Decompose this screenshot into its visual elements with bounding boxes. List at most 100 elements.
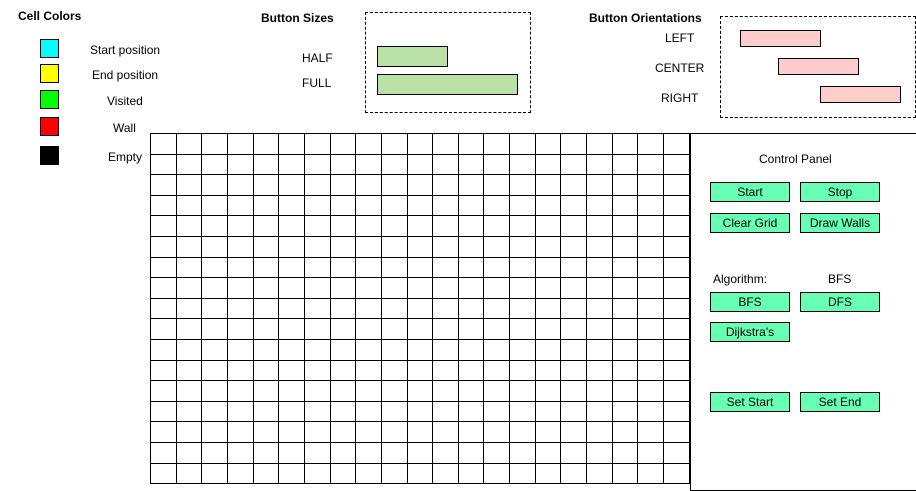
grid-cell[interactable] <box>228 196 254 216</box>
grid-cell[interactable] <box>664 464 690 484</box>
grid-cell[interactable] <box>331 134 356 155</box>
grid-cell[interactable] <box>613 237 638 258</box>
grid-cell[interactable] <box>202 237 228 258</box>
grid-cell[interactable] <box>638 258 664 278</box>
grid-cell[interactable] <box>382 196 408 216</box>
grid-cell[interactable] <box>536 361 561 381</box>
grid-cell[interactable] <box>356 155 382 175</box>
grid-cell[interactable] <box>587 237 613 258</box>
grid-cell[interactable] <box>254 319 279 340</box>
grid-cell[interactable] <box>202 299 228 319</box>
grid-cell[interactable] <box>202 175 228 196</box>
grid-cell[interactable] <box>510 258 536 278</box>
grid-cell[interactable] <box>202 464 228 484</box>
grid-cell[interactable] <box>536 402 561 422</box>
grid-cell[interactable] <box>536 422 561 443</box>
grid-cell[interactable] <box>510 175 536 196</box>
grid-cell[interactable] <box>587 175 613 196</box>
grid-cell[interactable] <box>228 443 254 464</box>
grid-cell[interactable] <box>202 422 228 443</box>
grid-cell[interactable] <box>638 134 664 155</box>
grid-cell[interactable] <box>459 340 484 361</box>
grid-cell[interactable] <box>202 278 228 299</box>
grid-cell[interactable] <box>408 422 433 443</box>
grid-cell[interactable] <box>459 299 484 319</box>
bfs-button[interactable]: BFS <box>710 292 790 312</box>
grid-cell[interactable] <box>510 196 536 216</box>
grid-cell[interactable] <box>587 381 613 402</box>
grid-cell[interactable] <box>228 175 254 196</box>
grid-cell[interactable] <box>510 278 536 299</box>
grid-cell[interactable] <box>279 237 305 258</box>
grid-cell[interactable] <box>151 258 177 278</box>
grid-cell[interactable] <box>331 402 356 422</box>
grid-cell[interactable] <box>279 278 305 299</box>
grid-cell[interactable] <box>638 361 664 381</box>
grid-cell[interactable] <box>510 422 536 443</box>
grid-cell[interactable] <box>613 299 638 319</box>
grid-cell[interactable] <box>484 237 510 258</box>
grid-cell[interactable] <box>305 464 331 484</box>
grid-cell[interactable] <box>254 340 279 361</box>
grid-cell[interactable] <box>151 361 177 381</box>
grid-cell[interactable] <box>536 464 561 484</box>
grid-cell[interactable] <box>382 319 408 340</box>
grid-cell[interactable] <box>408 319 433 340</box>
grid-cell[interactable] <box>664 443 690 464</box>
grid-cell[interactable] <box>613 216 638 237</box>
grid-cell[interactable] <box>613 319 638 340</box>
grid-cell[interactable] <box>177 422 202 443</box>
grid-cell[interactable] <box>177 299 202 319</box>
grid-cell[interactable] <box>433 216 459 237</box>
grid-cell[interactable] <box>228 422 254 443</box>
grid-cell[interactable] <box>254 216 279 237</box>
grid-cell[interactable] <box>638 381 664 402</box>
grid-cell[interactable] <box>664 196 690 216</box>
grid-cell[interactable] <box>664 216 690 237</box>
grid-cell[interactable] <box>305 134 331 155</box>
grid-cell[interactable] <box>459 196 484 216</box>
grid-cell[interactable] <box>638 216 664 237</box>
grid-cell[interactable] <box>356 464 382 484</box>
grid-cell[interactable] <box>484 340 510 361</box>
grid-cell[interactable] <box>228 216 254 237</box>
grid-cell[interactable] <box>254 361 279 381</box>
grid-cell[interactable] <box>228 319 254 340</box>
grid-cell[interactable] <box>305 381 331 402</box>
grid-cell[interactable] <box>536 155 561 175</box>
grid-cell[interactable] <box>638 278 664 299</box>
grid-cell[interactable] <box>279 340 305 361</box>
grid-cell[interactable] <box>433 299 459 319</box>
grid-cell[interactable] <box>331 237 356 258</box>
grid-cell[interactable] <box>356 381 382 402</box>
grid-cell[interactable] <box>561 361 587 381</box>
grid-cell[interactable] <box>561 464 587 484</box>
grid-cell[interactable] <box>382 216 408 237</box>
grid-cell[interactable] <box>510 381 536 402</box>
grid-cell[interactable] <box>587 361 613 381</box>
grid-cell[interactable] <box>279 319 305 340</box>
grid-cell[interactable] <box>587 216 613 237</box>
grid-cell[interactable] <box>331 319 356 340</box>
grid-cell[interactable] <box>177 134 202 155</box>
grid-cell[interactable] <box>202 361 228 381</box>
stop-button[interactable]: Stop <box>800 182 880 202</box>
grid-cell[interactable] <box>459 402 484 422</box>
grid-cell[interactable] <box>382 278 408 299</box>
grid-cell[interactable] <box>536 443 561 464</box>
grid-cell[interactable] <box>613 278 638 299</box>
grid-cell[interactable] <box>459 216 484 237</box>
grid-cell[interactable] <box>433 402 459 422</box>
grid-cell[interactable] <box>254 155 279 175</box>
grid-cell[interactable] <box>305 216 331 237</box>
grid-cell[interactable] <box>459 361 484 381</box>
grid-cell[interactable] <box>356 175 382 196</box>
grid-cell[interactable] <box>177 361 202 381</box>
grid-cell[interactable] <box>587 443 613 464</box>
grid-cell[interactable] <box>587 134 613 155</box>
grid-cell[interactable] <box>561 155 587 175</box>
grid-cell[interactable] <box>254 381 279 402</box>
grid-cell[interactable] <box>254 464 279 484</box>
grid-cell[interactable] <box>254 402 279 422</box>
grid-cell[interactable] <box>151 175 177 196</box>
